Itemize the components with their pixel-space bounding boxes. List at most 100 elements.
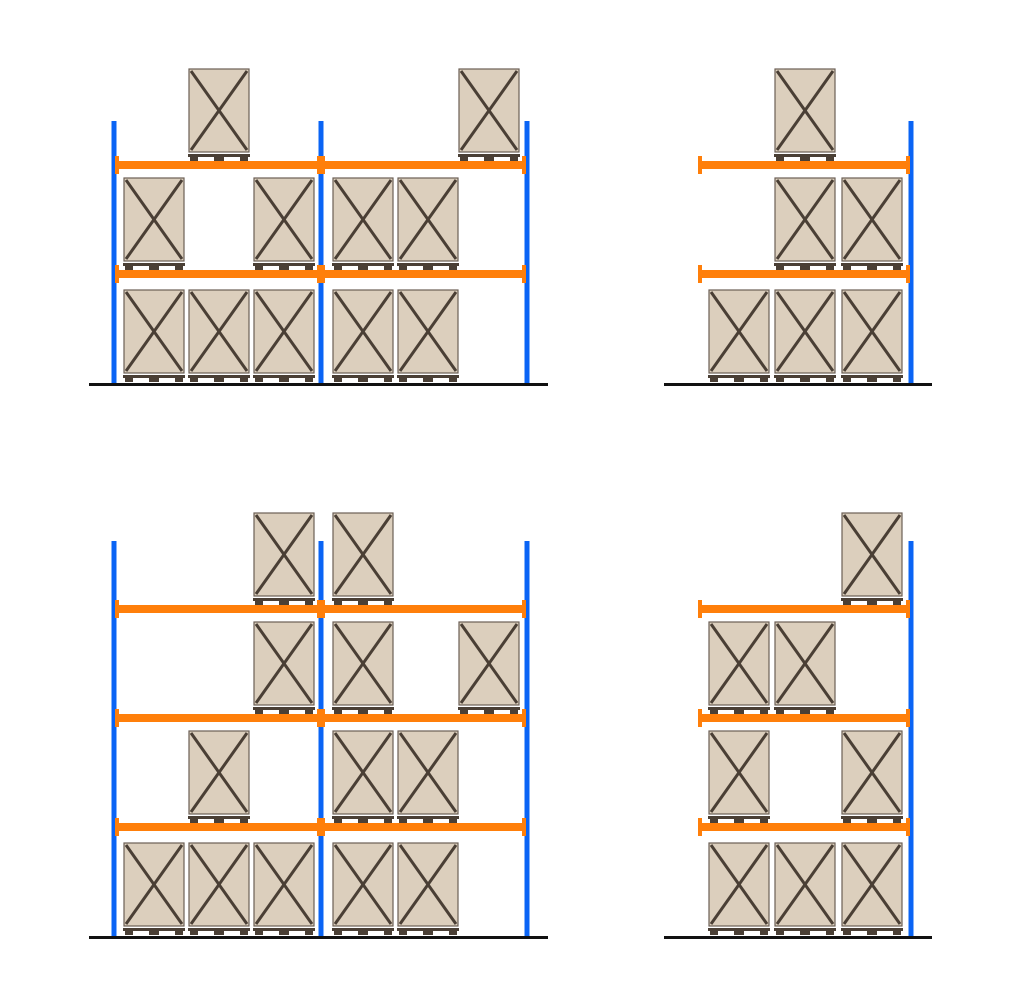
pallet-box bbox=[188, 842, 250, 935]
box-cross bbox=[254, 291, 314, 372]
floor-line bbox=[89, 936, 548, 939]
floor-line bbox=[664, 383, 932, 386]
beam-end-cap bbox=[522, 818, 526, 836]
pallet-foot bbox=[279, 710, 289, 714]
rack-upright bbox=[908, 541, 914, 936]
pallet-box bbox=[397, 730, 459, 823]
pallet-foot bbox=[734, 710, 744, 714]
rack-upright bbox=[111, 121, 117, 383]
beam-end-cap bbox=[522, 156, 526, 174]
box-cross bbox=[459, 70, 519, 151]
box-cross bbox=[842, 514, 902, 595]
pallet-foot bbox=[190, 931, 198, 935]
pallet-box bbox=[188, 289, 250, 382]
beam-end-cap bbox=[321, 156, 325, 174]
pallet-foot bbox=[843, 819, 851, 823]
rack-upright bbox=[524, 541, 530, 936]
rack-beam bbox=[116, 823, 320, 831]
pallet-foot bbox=[214, 931, 224, 935]
pallet-deck bbox=[841, 598, 903, 601]
pallet-foot bbox=[214, 819, 224, 823]
pallet-box bbox=[253, 512, 315, 605]
beam-end-cap bbox=[115, 265, 119, 283]
pallet-box bbox=[774, 68, 836, 161]
pallet-foot bbox=[358, 266, 368, 270]
beam-end-cap bbox=[321, 265, 325, 283]
pallet-foot bbox=[449, 819, 457, 823]
beam-end-cap bbox=[321, 818, 325, 836]
pallet-foot bbox=[826, 378, 834, 382]
box-cross bbox=[842, 844, 902, 925]
pallet-foot bbox=[893, 819, 901, 823]
pallet-foot bbox=[125, 266, 133, 270]
pallet-deck bbox=[841, 928, 903, 931]
pallet-box bbox=[708, 289, 770, 382]
pallet-foot bbox=[423, 819, 433, 823]
pallet-foot bbox=[255, 601, 263, 605]
rack-upright bbox=[524, 121, 530, 383]
pallet-foot bbox=[214, 157, 224, 161]
pallet-box bbox=[253, 842, 315, 935]
pallet-deck bbox=[774, 707, 836, 710]
box-cross bbox=[333, 844, 393, 925]
pallet-foot bbox=[484, 710, 494, 714]
pallet-foot bbox=[358, 931, 368, 935]
pallet-foot bbox=[334, 931, 342, 935]
box-cross bbox=[189, 291, 249, 372]
pallet-foot bbox=[240, 378, 248, 382]
pallet-deck bbox=[774, 928, 836, 931]
pallet-foot bbox=[149, 266, 159, 270]
pallet-foot bbox=[279, 931, 289, 935]
rack-beam bbox=[699, 605, 909, 613]
pallet-foot bbox=[399, 819, 407, 823]
pallet-box bbox=[458, 621, 520, 714]
pallet-foot bbox=[334, 266, 342, 270]
beam-end-cap bbox=[698, 709, 702, 727]
pallet-foot bbox=[358, 378, 368, 382]
pallet-deck bbox=[332, 816, 394, 819]
pallet-box bbox=[841, 512, 903, 605]
pallet-box bbox=[774, 289, 836, 382]
pallet-foot bbox=[399, 931, 407, 935]
pallet-foot bbox=[826, 266, 834, 270]
pallet-foot bbox=[175, 378, 183, 382]
pallet-box bbox=[397, 177, 459, 270]
pallet-foot bbox=[760, 931, 768, 935]
pallet-deck bbox=[188, 375, 250, 378]
box-cross bbox=[775, 623, 835, 704]
box-cross bbox=[842, 179, 902, 260]
pallet-foot bbox=[305, 931, 313, 935]
beam-end-cap bbox=[321, 709, 325, 727]
pallet-foot bbox=[399, 266, 407, 270]
pallet-foot bbox=[423, 378, 433, 382]
pallet-foot bbox=[760, 710, 768, 714]
pallet-box bbox=[774, 621, 836, 714]
pallet-foot bbox=[334, 819, 342, 823]
pallet-foot bbox=[255, 931, 263, 935]
pallet-foot bbox=[358, 601, 368, 605]
pallet-box bbox=[332, 621, 394, 714]
pallet-box bbox=[708, 730, 770, 823]
pallet-foot bbox=[734, 819, 744, 823]
pallet-box bbox=[708, 842, 770, 935]
box-cross bbox=[254, 179, 314, 260]
beam-end-cap bbox=[317, 600, 321, 618]
rack-top-left bbox=[89, 68, 548, 386]
pallet-deck bbox=[841, 263, 903, 266]
beam-end-cap bbox=[522, 600, 526, 618]
rack-beam bbox=[322, 714, 525, 722]
pallet-box bbox=[841, 289, 903, 382]
beam-end-cap bbox=[906, 600, 910, 618]
pallet-foot bbox=[149, 378, 159, 382]
pallet-box bbox=[774, 842, 836, 935]
pallet-deck bbox=[841, 375, 903, 378]
pallet-foot bbox=[449, 378, 457, 382]
pallet-foot bbox=[800, 378, 810, 382]
pallet-foot bbox=[149, 931, 159, 935]
pallet-deck bbox=[774, 375, 836, 378]
box-cross bbox=[775, 70, 835, 151]
pallet-foot bbox=[125, 378, 133, 382]
pallet-foot bbox=[255, 266, 263, 270]
beam-end-cap bbox=[317, 709, 321, 727]
pallet-foot bbox=[867, 378, 877, 382]
